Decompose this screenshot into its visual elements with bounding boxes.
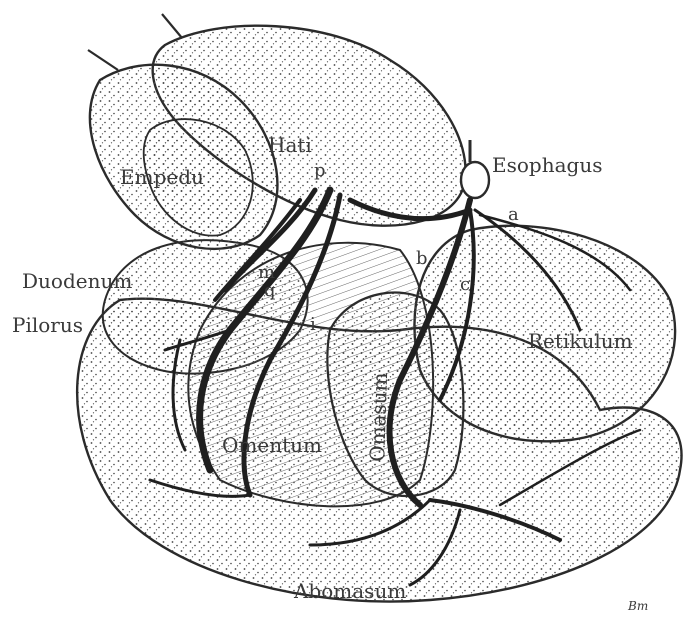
label-esophagus: Esophagus — [492, 153, 602, 177]
label-p: p — [314, 160, 326, 181]
label-abomasum: Abomasum — [293, 579, 406, 603]
label-omasum: Omasum — [365, 372, 392, 462]
liver-stem-left — [88, 50, 118, 70]
artist-signature: Bm — [627, 599, 648, 613]
label-retikulum: Retikulum — [528, 329, 633, 353]
label-c: c — [460, 274, 470, 295]
label-q: q — [264, 280, 276, 301]
liver-stem-right — [162, 14, 182, 38]
label-duodenum: Duodenum — [22, 269, 132, 293]
label-empedu: Empedu — [120, 165, 204, 189]
label-i: i — [310, 314, 316, 335]
esophagus-opening — [461, 162, 489, 198]
label-omentum: Omentum — [222, 433, 322, 457]
label-pilorus: Pilorus — [12, 313, 83, 337]
label-hati: Hati — [268, 133, 312, 157]
label-b: b — [416, 248, 428, 269]
label-a: a — [508, 204, 519, 225]
